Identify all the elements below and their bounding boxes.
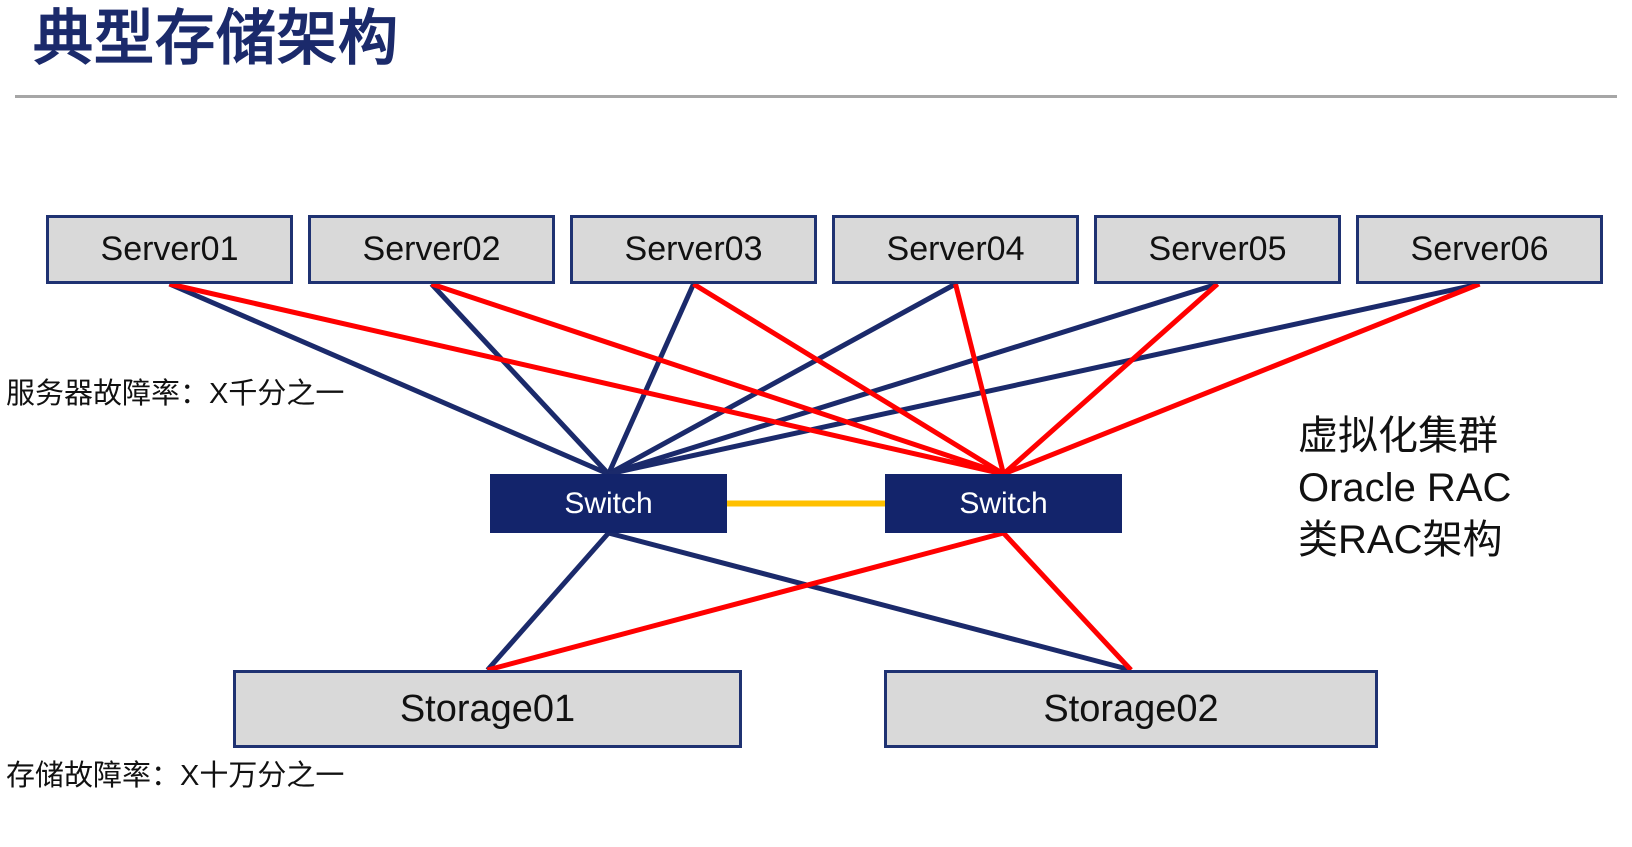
switch-label-right: Switch: [959, 486, 1048, 520]
cluster-note-line-1: 虚拟化集群: [1298, 414, 1498, 458]
edge-switchB-storage01: [486, 530, 1005, 673]
page-title: 典型存储架构: [33, 5, 399, 72]
server-label-06: Server06: [1410, 230, 1549, 268]
server-node-04: Server04: [832, 215, 1079, 284]
cluster-note-line-2: Oracle RAC: [1298, 466, 1512, 510]
server-node-02: Server02: [308, 215, 555, 284]
edge-server04-switchB: [953, 283, 1006, 475]
storage-label-02: Storage02: [1043, 687, 1219, 730]
server-label-02: Server02: [362, 230, 501, 268]
edge-server04-switchA: [607, 281, 957, 477]
edge-switchA-storage02: [607, 530, 1132, 673]
title-underline: [15, 95, 1617, 98]
edge-server03-switchA: [606, 282, 696, 476]
storage-node-02: Storage02: [884, 670, 1378, 748]
storage-failure-rate-note: 存储故障率：X十万分之一: [6, 760, 345, 792]
edge-server05-switchB: [1001, 282, 1220, 476]
edge-server03-switchB: [692, 281, 1005, 477]
edge-server01-switchB: [168, 281, 1005, 477]
switch-label-left: Switch: [564, 486, 653, 520]
edge-server02-switchB: [430, 281, 1005, 477]
edge-server06-switchA: [607, 281, 1481, 477]
switch-node-left: Switch: [490, 474, 727, 533]
storage-node-01: Storage01: [233, 670, 742, 748]
server-node-06: Server06: [1356, 215, 1603, 284]
switch-node-right: Switch: [885, 474, 1122, 533]
edge-server05-switchA: [607, 281, 1219, 477]
cluster-note: 虚拟化集群 Oracle RAC 类RAC架构: [1298, 410, 1511, 566]
server-label-03: Server03: [624, 230, 763, 268]
cluster-note-line-3: 类RAC架构: [1298, 518, 1503, 562]
server-label-04: Server04: [886, 230, 1025, 268]
edge-server01-switchA: [168, 281, 610, 477]
storage-label-01: Storage01: [399, 687, 576, 730]
server-failure-rate-note: 服务器故障率：X千分之一: [6, 378, 345, 410]
edge-switchA-storage01: [485, 531, 611, 672]
server-label-05: Server05: [1148, 230, 1287, 268]
server-label-01: Server01: [100, 230, 239, 268]
server-node-05: Server05: [1094, 215, 1341, 284]
edge-switchB-storage02: [1001, 531, 1133, 672]
server-node-03: Server03: [570, 215, 817, 284]
edge-server06-switchB: [1002, 281, 1481, 477]
edge-server02-switchA: [429, 282, 611, 476]
server-node-01: Server01: [46, 215, 293, 284]
